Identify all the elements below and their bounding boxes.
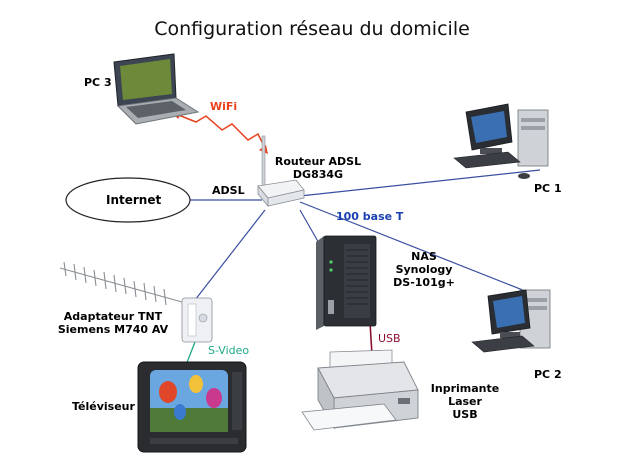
adsl-label: ADSL [212, 184, 245, 197]
usb-label: USB [378, 332, 401, 345]
tv-label: Téléviseur [72, 400, 135, 413]
printer-label: Inprimante Laser USB [420, 382, 510, 421]
cable-router-nas [299, 209, 321, 246]
wifi-label: WiFi [210, 100, 238, 113]
nas-icon [316, 235, 377, 330]
desktop-pc2-icon [471, 289, 551, 353]
tnt-adapter-icon [181, 297, 213, 343]
printer-label-line3: USB [452, 408, 478, 421]
cable-router-pc2 [299, 201, 549, 301]
television-icon [137, 361, 247, 453]
router-label-line2: DG834G [292, 168, 344, 181]
nas-label-line2: Synology [395, 263, 453, 276]
internet-cloud [65, 177, 191, 223]
cable-router-pc1 [299, 169, 541, 197]
router-label: Routeur ADSL DG834G [268, 155, 368, 181]
internet-label: Internet [106, 193, 162, 207]
printer-icon [301, 349, 419, 431]
nas-label-line3: DS-101g+ [393, 276, 455, 289]
desktop-pc1-icon [453, 103, 549, 179]
adapter-label: Adaptateur TNT Siemens M740 AV [48, 310, 178, 336]
connections [190, 169, 549, 301]
pc1-label: PC 1 [534, 182, 562, 195]
nas-label: NAS Synology DS-101g+ [384, 250, 464, 289]
cable-router-adapter [194, 209, 266, 301]
svideo-cable [185, 341, 196, 366]
laptop-pc3-icon [113, 53, 200, 125]
router-icon [257, 135, 305, 208]
printer-label-line2: Laser [448, 395, 482, 408]
pc2-label: PC 2 [534, 368, 562, 381]
printer-label-line1: Inprimante [430, 382, 500, 395]
diagram-title: Configuration réseau du domicile [154, 18, 470, 40]
adapter-label-line1: Adaptateur TNT [63, 310, 163, 323]
wifi-link [175, 113, 267, 151]
usb-cable [369, 321, 373, 356]
svideo-label: S-Video [208, 344, 250, 357]
antenna-icon [59, 261, 183, 306]
adapter-label-line2: Siemens M740 AV [57, 323, 169, 336]
pc3-label: PC 3 [84, 76, 112, 89]
router-label-line1: Routeur ADSL [274, 155, 362, 168]
ethernet-label: 100 base T [336, 210, 404, 223]
nas-label-line1: NAS [411, 250, 437, 263]
